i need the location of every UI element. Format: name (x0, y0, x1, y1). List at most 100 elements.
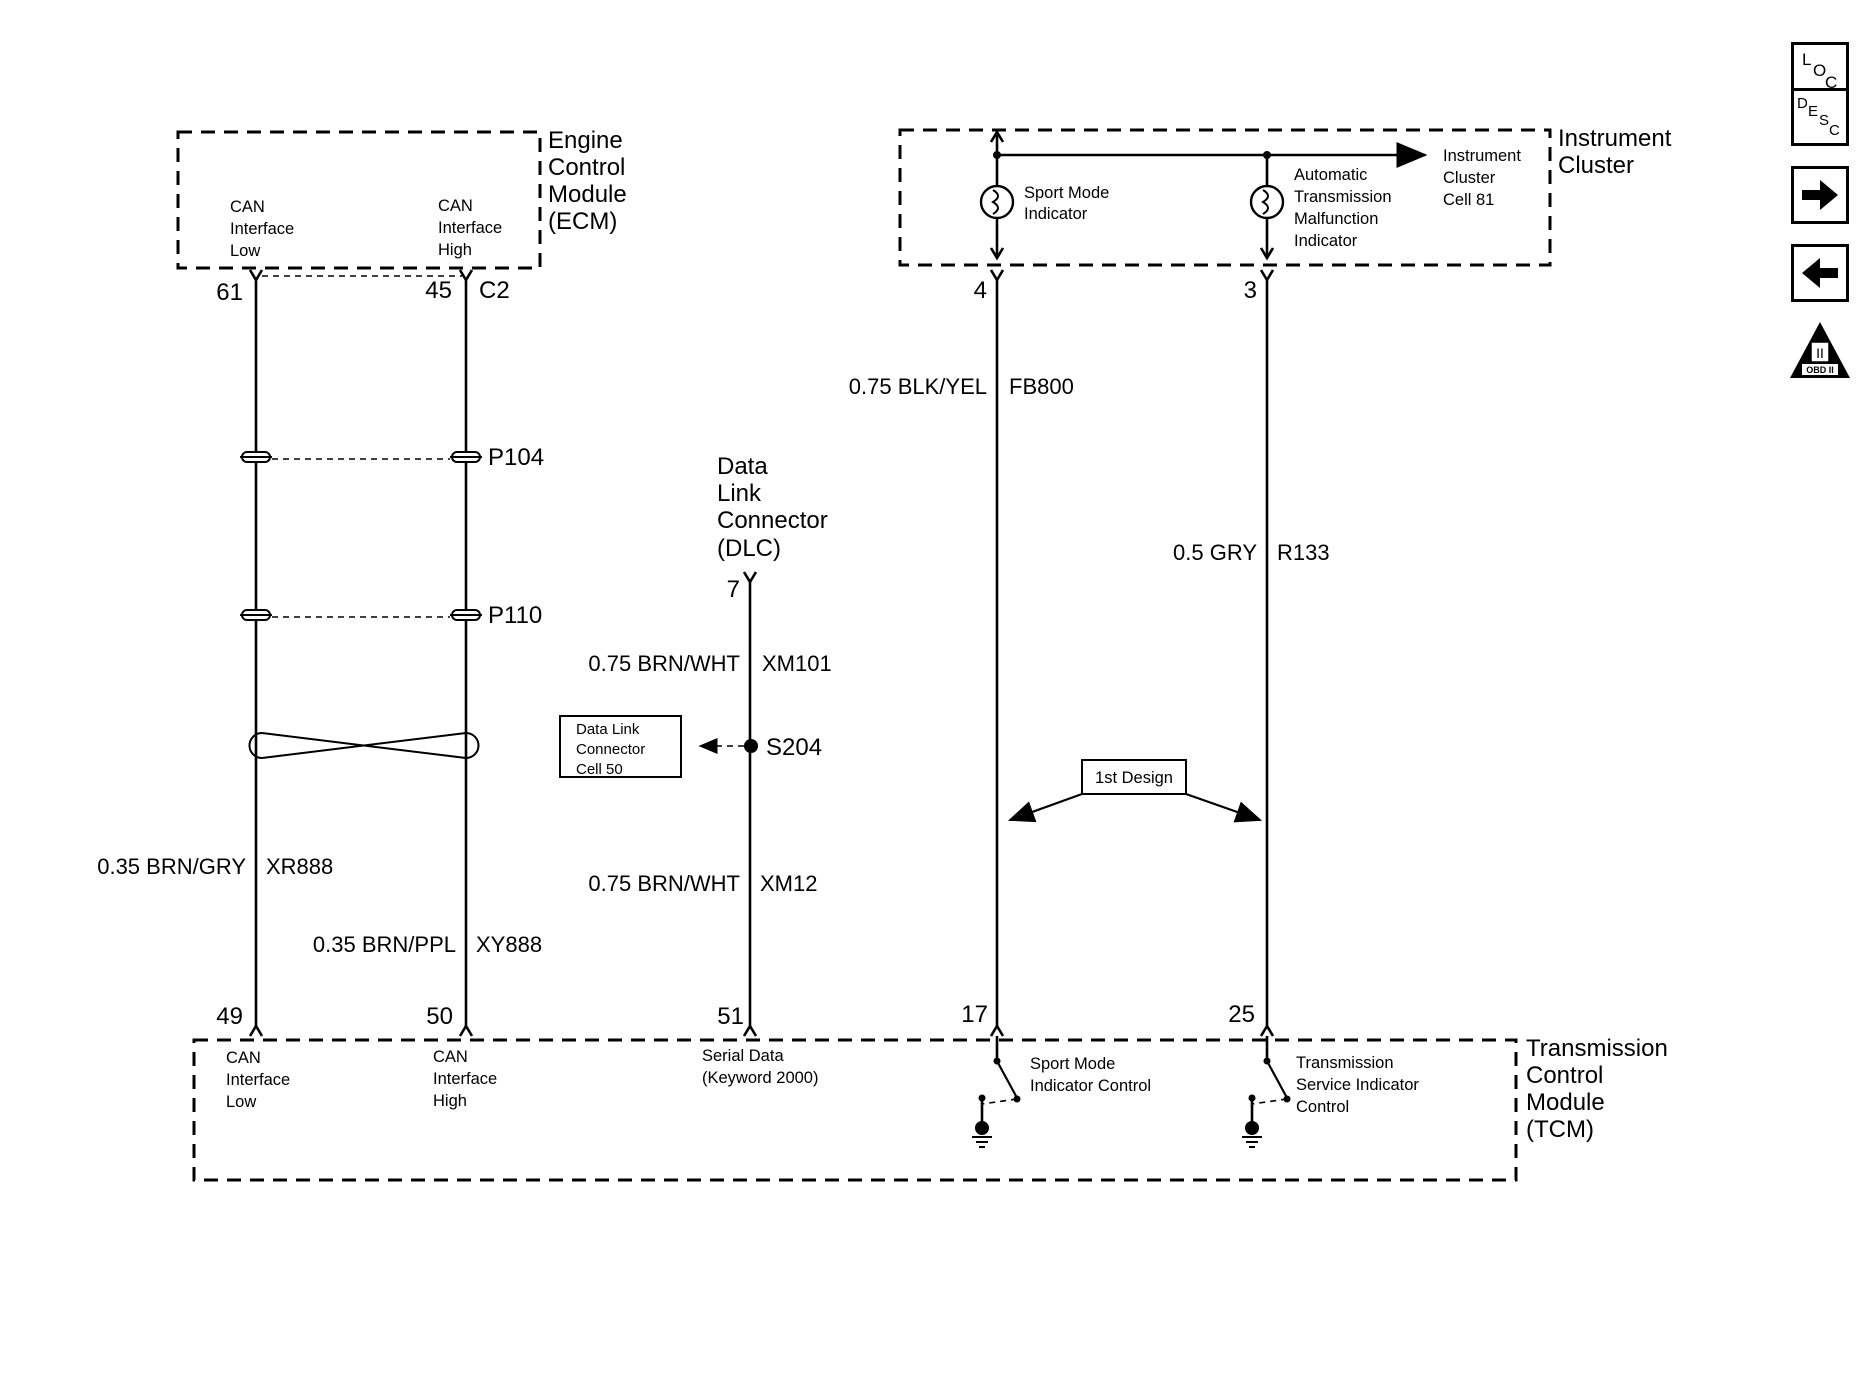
tcm-pin-51: 51 (717, 1003, 744, 1030)
tcm-pin-25: 25 (1228, 1001, 1255, 1028)
dlc-pin-7: 7 (727, 576, 740, 603)
ecm-connector-c2: C2 (479, 277, 510, 304)
ecm-pin-high-label-1: CAN (438, 197, 473, 215)
terminal-49 (248, 1023, 264, 1037)
service-indicator-switch-icon (1242, 1036, 1291, 1148)
previous-page-button[interactable] (1791, 244, 1849, 302)
obd-ii-button[interactable]: II OBD II (1788, 320, 1852, 382)
sport-mode-bulb-icon (979, 184, 1015, 220)
ecm-title-line-4: (ECM) (548, 208, 617, 235)
obd-roman: II (1816, 345, 1824, 361)
splice-s204-dot (744, 739, 758, 753)
wire-dlc-lower-color: 0.75 BRN/WHT (588, 871, 740, 896)
svg-text:O: O (1813, 61, 1826, 80)
ecm-pin-high-label-3: High (438, 241, 472, 259)
wire-can-low-color: 0.35 BRN/GRY (97, 854, 246, 879)
connector-p110-label: P110 (488, 602, 542, 629)
tcm-pin-50-label-2: Interface (433, 1070, 497, 1088)
instrument-cluster-module: Instrument Cluster Sport Mode Indicator … (898, 125, 1672, 304)
dlc-title-line-2: Link (717, 480, 762, 507)
terminal-25 (1259, 1023, 1275, 1037)
tcm-pin-49: 49 (216, 1003, 243, 1030)
ecm-title-line-2: Control (548, 154, 625, 181)
wire-dlc-lower-circuit: XM12 (760, 871, 817, 896)
tcm-pin-25-label-1: Transmission (1296, 1054, 1394, 1072)
atm-indicator-label-4: Indicator (1294, 232, 1358, 250)
design-note-arrow-right (1185, 792, 1263, 823)
ipc-reference-line-2: Cluster (1443, 169, 1496, 187)
ecm-module: Engine Control Module (ECM) CAN Interfac… (176, 127, 627, 306)
dlc-reference-line-3: Cell 50 (576, 761, 623, 778)
wire-dlc-upper-circuit: XM101 (762, 651, 832, 676)
design-note-box (1081, 759, 1187, 795)
atm-indicator-label-2: Transmission (1294, 188, 1392, 206)
dlc-reference-line-1: Data Link (576, 721, 640, 738)
terminal-50 (458, 1023, 474, 1037)
tcm-pin-17: 17 (961, 1001, 988, 1028)
ecm-pin-low-label-2: Interface (230, 220, 294, 238)
wire-service-color: 0.5 GRY (1173, 540, 1257, 565)
ecm-pin-61: 61 (216, 279, 243, 306)
tcm-pin-17-label-1: Sport Mode (1030, 1055, 1115, 1073)
tcm-pin-50-label-1: CAN (433, 1048, 468, 1066)
connector-p104-label: P104 (488, 444, 544, 471)
ecm-dashed-outline (176, 130, 542, 270)
desc-button[interactable]: D E S C (1791, 88, 1849, 146)
tcm-pin-17-label-2: Indicator Control (1030, 1077, 1151, 1095)
design-note-label: 1st Design (1095, 769, 1173, 787)
tcm-pin-51-label-2: (Keyword 2000) (702, 1069, 818, 1087)
dlc-reference-box (559, 715, 682, 778)
right-arrow-icon (1802, 180, 1838, 210)
tcm-pin-25-label-3: Control (1296, 1098, 1349, 1116)
atm-indicator-label-1: Automatic (1294, 166, 1367, 184)
twisted-pair-symbol (248, 732, 480, 759)
svg-text:C: C (1829, 122, 1840, 139)
ecm-pin-high-label-2: Interface (438, 219, 502, 237)
loc-icon: L O C (1802, 50, 1837, 92)
ecm-title-line-3: Module (548, 181, 627, 208)
wire-can-high-color: 0.35 BRN/PPL (313, 932, 456, 957)
ecm-pin-low-label-1: CAN (230, 198, 265, 216)
wire-can-high-circuit: XY888 (476, 932, 542, 957)
design-note-arrow-left (1007, 792, 1083, 823)
svg-text:L: L (1802, 50, 1811, 69)
inline-connector-p110: P110 (240, 602, 542, 629)
atm-indicator-label-3: Malfunction (1294, 210, 1378, 228)
dlc-title-line-1: Data (717, 453, 768, 480)
tcm-title-line-2: Control (1526, 1062, 1603, 1089)
next-page-button[interactable] (1791, 166, 1849, 224)
desc-icon: D E S C (1797, 95, 1840, 139)
sport-mode-indicator-label-1: Sport Mode (1024, 184, 1109, 202)
wire-service-circuit: R133 (1277, 540, 1330, 565)
malfunction-bulb-icon (1249, 184, 1285, 220)
tcm-title-line-1: Transmission (1526, 1035, 1668, 1062)
dlc-module: Data Link Connector (DLC) 7 S204 Data Li… (559, 453, 828, 778)
sport-mode-switch-icon (972, 1036, 1021, 1148)
tcm-pin-49-label-1: CAN (226, 1049, 261, 1067)
ipc-title-line-2: Cluster (1558, 152, 1634, 179)
dlc-title-line-4: (DLC) (717, 535, 781, 562)
tcm-title-line-3: Module (1526, 1089, 1605, 1116)
terminal-dlc-7 (742, 571, 758, 585)
ipc-title-line-1: Instrument (1558, 125, 1672, 152)
wire-sport-mode-circuit: FB800 (1009, 374, 1074, 399)
terminal-51 (742, 1023, 758, 1037)
terminal-45 (458, 269, 474, 283)
sport-mode-indicator-label-2: Indicator (1024, 205, 1088, 223)
ipc-pin-3: 3 (1244, 277, 1257, 304)
obd-ii-icon: II OBD II (1790, 322, 1850, 378)
tcm-pin-50: 50 (426, 1003, 453, 1030)
terminal-4 (989, 269, 1005, 283)
ipc-dashed-outline (898, 128, 1552, 267)
svg-text:D: D (1797, 95, 1808, 112)
ipc-reference-line-1: Instrument (1443, 147, 1521, 165)
wire-dlc-upper-color: 0.75 BRN/WHT (588, 651, 740, 676)
svg-text:E: E (1808, 103, 1818, 120)
tcm-pin-50-label-3: High (433, 1092, 467, 1110)
tcm-dashed-outline (192, 1038, 1518, 1182)
ipc-pin-4: 4 (974, 277, 987, 304)
left-arrow-icon (1802, 258, 1838, 288)
tcm-module: Transmission Control Module (TCM) 49 50 … (192, 1001, 1668, 1182)
inline-connector-p104: P104 (240, 444, 544, 471)
